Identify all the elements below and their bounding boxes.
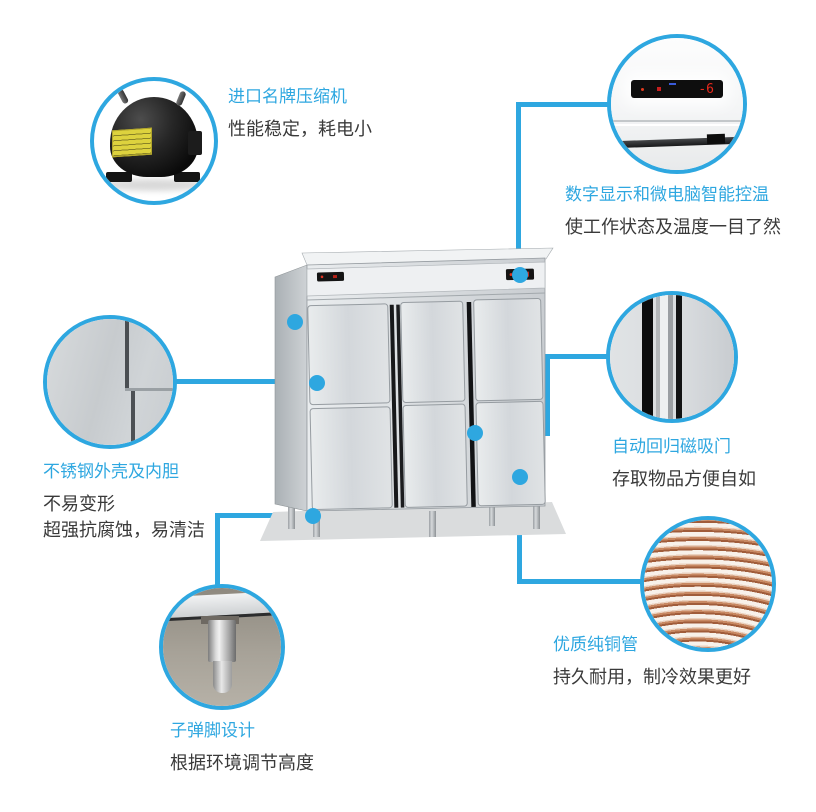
fridge-door [307, 303, 391, 406]
connector-line-copper-h [519, 579, 644, 584]
fridge-door [475, 400, 546, 507]
fridge-door [473, 297, 544, 402]
callout-copper-desc: 持久耐用，制冷效果更好 [553, 667, 751, 687]
bullet-foot-image [163, 588, 281, 706]
control-panel-image: -6 [611, 38, 743, 170]
display-temperature-value: -6 [698, 82, 714, 97]
callout-control-desc: 使工作状态及温度一目了然 [565, 217, 781, 237]
connector-dot-steel [309, 375, 325, 391]
connector-dot-compressor [287, 314, 303, 330]
magnetic-door-image [610, 295, 734, 419]
feature-circle-steel-shell [43, 315, 177, 449]
compressor-label [112, 127, 152, 158]
refrigerator-illustration [260, 247, 566, 541]
callout-control: 数字显示和微电脑智能控温 使工作状态及温度一目了然 [565, 180, 781, 240]
connector-line-control-h [516, 102, 611, 107]
compressor-image [94, 81, 214, 201]
connector-line-foot-h [215, 513, 315, 518]
fridge-top-panel [301, 247, 554, 266]
callout-copper: 优质纯铜管 持久耐用，制冷效果更好 [553, 630, 751, 690]
connector-dot-foot [305, 508, 321, 524]
callout-steel-desc-1: 不易变形 [43, 494, 115, 514]
callout-foot: 子弹脚设计 根据环境调节高度 [170, 716, 314, 776]
callout-copper-title: 优质纯铜管 [553, 635, 638, 654]
callout-steel: 不锈钢外壳及内胆 不易变形 超强抗腐蚀，易清洁 [43, 457, 205, 543]
callout-compressor: 进口名牌压缩机 性能稳定，耗电小 [228, 82, 372, 142]
fridge-door [309, 406, 393, 511]
callout-door-desc: 存取物品方便自如 [612, 469, 756, 489]
door-handle [466, 301, 476, 507]
fridge-leg [489, 505, 495, 526]
callout-foot-desc: 根据环境调节高度 [170, 753, 314, 773]
fridge-header-seam [306, 292, 546, 301]
connector-line-control-v [516, 102, 521, 277]
fridge-leg [313, 510, 320, 537]
fridge-doors [307, 297, 546, 511]
feature-circle-compressor [90, 77, 218, 205]
connector-dot-control [512, 267, 528, 283]
connector-line-steel [170, 379, 318, 384]
feature-circle-magnetic-door [606, 291, 738, 423]
callout-steel-title: 不锈钢外壳及内胆 [43, 462, 179, 481]
fridge-side-panel [274, 264, 308, 512]
connector-line-door-v [545, 354, 550, 436]
connector-dot-copper [512, 469, 528, 485]
feature-circle-copper-tube [640, 516, 776, 652]
fridge-leg [288, 506, 295, 529]
feature-circle-control-panel: -6 [607, 34, 747, 174]
callout-control-title: 数字显示和微电脑智能控温 [565, 185, 769, 204]
fridge-door [402, 403, 468, 508]
fridge-header-band [306, 261, 546, 297]
callout-steel-desc-2: 超强抗腐蚀，易清洁 [43, 520, 205, 540]
connector-line-foot-v [215, 513, 220, 588]
callout-compressor-title: 进口名牌压缩机 [228, 87, 347, 106]
callout-door-title: 自动回归磁吸门 [612, 437, 731, 456]
door-handle [396, 304, 405, 508]
fridge-leg [533, 503, 540, 529]
callout-door: 自动回归磁吸门 存取物品方便自如 [612, 432, 756, 492]
copper-tube-image [644, 520, 772, 648]
connector-line-door-h1 [545, 354, 610, 359]
callout-foot-title: 子弹脚设计 [170, 721, 255, 740]
digital-display: -6 [631, 80, 723, 98]
feature-circle-bullet-foot [159, 584, 285, 710]
callout-compressor-desc: 性能稳定，耗电小 [228, 119, 372, 139]
temperature-display-left [316, 271, 345, 282]
steel-shell-image [47, 319, 173, 445]
fridge-door [400, 300, 466, 403]
fridge-leg [429, 511, 436, 537]
door-handle [389, 304, 399, 508]
connector-dot-door [467, 425, 483, 441]
